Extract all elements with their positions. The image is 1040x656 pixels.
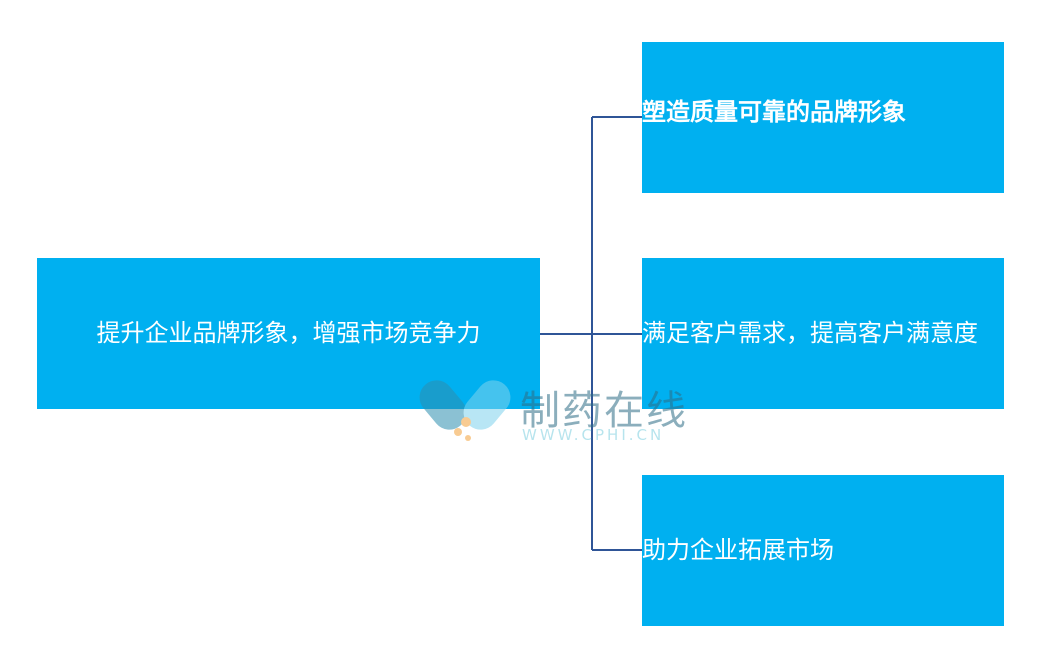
capsule-logo-icon — [419, 380, 511, 441]
root-node: 提升企业品牌形象，增强市场竞争力 — [37, 258, 540, 409]
child-node-label: 满足客户需求，提高客户满意度 — [642, 319, 978, 348]
watermark: 制药在线 WWW.CPHI.CN — [418, 374, 718, 454]
child-node-label: 助力企业拓展市场 — [642, 536, 834, 565]
child-node-customer-satisfaction: 满足客户需求，提高客户满意度 — [642, 258, 1004, 409]
child-node-market-expansion: 助力企业拓展市场 — [642, 475, 1004, 626]
root-node-label: 提升企业品牌形象，增强市场竞争力 — [96, 319, 481, 348]
watermark-title: 制药在线 — [520, 388, 688, 434]
watermark-url: WWW.CPHI.CN — [522, 426, 665, 444]
child-node-label: 塑造质量可靠的品牌形象 — [642, 97, 906, 126]
child-node-brand-image: 塑造质量可靠的品牌形象 — [642, 42, 1004, 193]
